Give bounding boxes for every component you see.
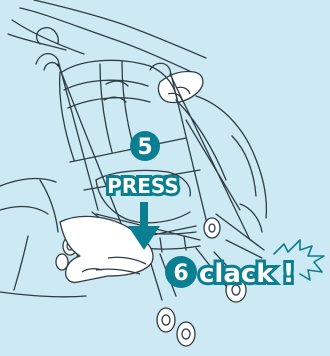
wheel	[157, 308, 175, 332]
press-label: PRESS	[107, 174, 179, 198]
step-6-number: 6	[173, 261, 188, 286]
wheel	[177, 322, 195, 346]
step-6-badge: 6	[165, 256, 197, 288]
step-5-number: 5	[137, 135, 152, 160]
wheel	[204, 218, 220, 238]
step-5-badge: 5	[130, 131, 160, 161]
clack-label: clack !	[199, 259, 294, 289]
